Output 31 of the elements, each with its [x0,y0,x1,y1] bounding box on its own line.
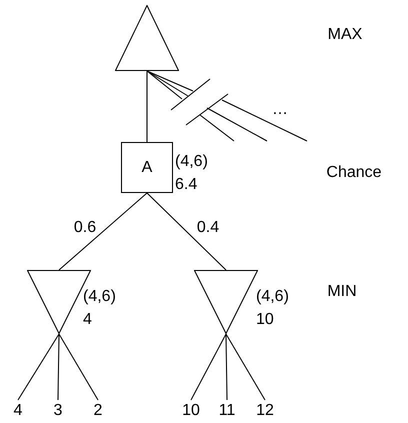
level-label: MAX [328,26,362,44]
node-value: 6.4 [175,175,198,195]
node-value: 4 [83,310,93,330]
tree-edge [190,334,226,400]
min-triangle [194,270,258,334]
node-value: (4,6) [256,287,289,307]
node-value: (4,6) [175,152,208,172]
chance-box: A [121,142,173,193]
tree-edge [226,334,228,400]
leaf-value: 11 [214,400,240,422]
tree-edge [146,192,226,270]
leaf-value: 4 [8,400,28,422]
level-label: Chance [326,164,382,182]
tree-edge [18,334,60,400]
level-label: MIN [327,283,357,301]
leaf-value: 3 [48,400,68,422]
level-label: … [272,101,288,119]
elided-branch-line [146,70,268,142]
node-value: 10 [256,310,275,330]
max-triangle [115,5,179,71]
leaf-value: 2 [88,400,108,422]
leaf-value: 10 [178,400,204,422]
tree-edge [146,70,148,142]
leaf-value: 12 [252,400,278,422]
node-value: (4,6) [83,287,116,307]
tree-edge [58,334,60,400]
tree-edge [226,334,266,400]
elided-branch-line [146,70,308,142]
tree-edge [58,192,148,270]
elided-branch-line [146,70,234,142]
tree-edge [58,334,98,400]
